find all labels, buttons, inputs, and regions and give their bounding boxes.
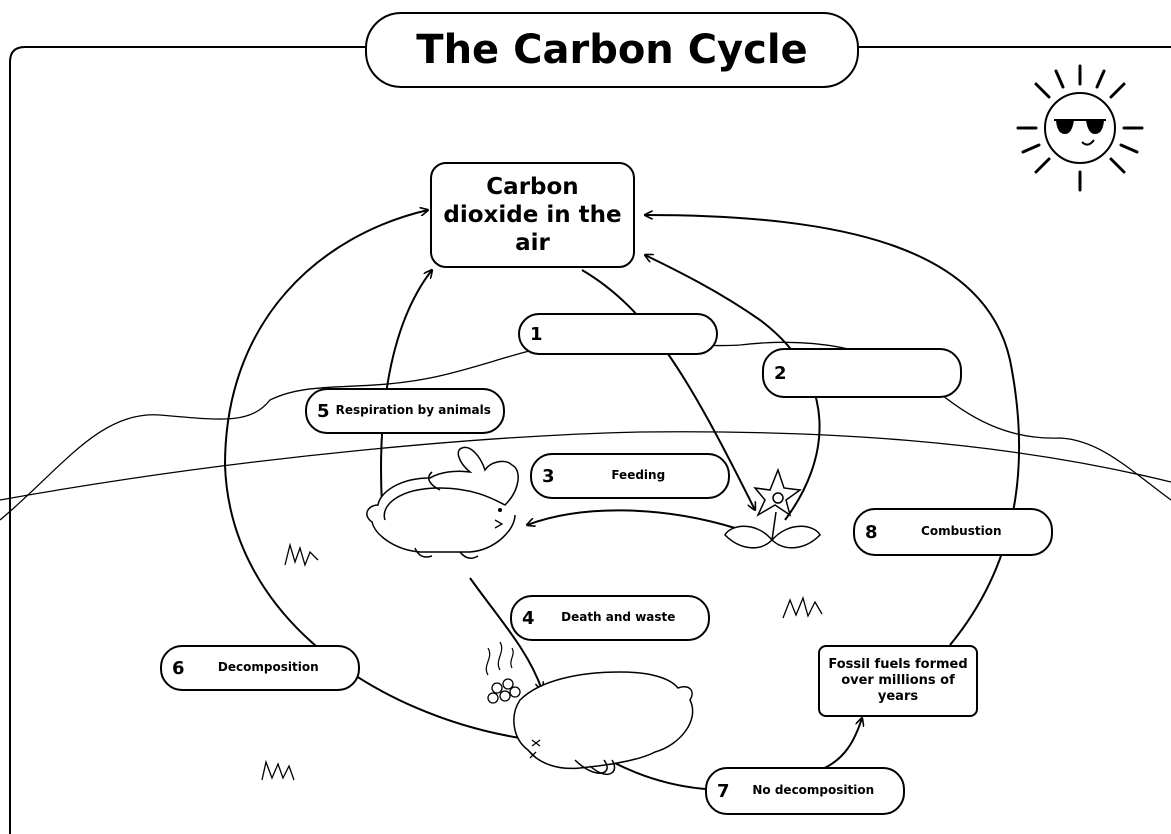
grass-icon — [261, 542, 823, 781]
stage-number: 7 — [717, 780, 730, 802]
fossil-fuels-box: Fossil fuels formed over millions of yea… — [818, 645, 978, 717]
sunglasses-icon — [1054, 119, 1106, 134]
stage-5-box: 5 Respiration by animals — [305, 388, 505, 434]
stage-number: 3 — [542, 465, 555, 487]
stage-number: 1 — [530, 323, 543, 345]
stage-8-box: 8 Combustion — [853, 508, 1053, 556]
stage-number: 5 — [317, 400, 330, 422]
rabbit-icon — [366, 446, 519, 559]
death-waste-arrow — [469, 577, 542, 690]
stage-label: No decomposition — [752, 783, 875, 798]
flower-icon — [724, 467, 821, 549]
stage-label: Feeding — [611, 468, 666, 483]
stage-2-box: 2 — [762, 348, 962, 398]
sun-icon — [1016, 64, 1144, 192]
stage-label: Death and waste — [561, 610, 676, 625]
stage-3-box: 3 Feeding — [530, 453, 730, 499]
stage-number: 8 — [865, 521, 878, 543]
waste-icon — [487, 678, 521, 704]
page-title: The Carbon Cycle — [365, 12, 859, 88]
combustion-arrow — [645, 215, 1021, 646]
stage-number: 4 — [522, 607, 535, 629]
stage-number: 2 — [774, 362, 787, 384]
respiration-plants-arrow — [645, 255, 821, 521]
stage-4-box: 4 Death and waste — [510, 595, 710, 641]
stage-6-box: 6 Decomposition — [160, 645, 360, 691]
horizon-line — [0, 431, 1171, 501]
dead-rabbit-icon — [485, 641, 694, 776]
stage-7-box: 7 No decomposition — [705, 767, 905, 815]
frame-border — [9, 46, 1171, 834]
feeding-arrow — [527, 509, 736, 529]
stage-1-box: 1 — [518, 313, 718, 355]
stage-label: Combustion — [921, 524, 1002, 539]
stage-label: Respiration by animals — [335, 403, 491, 418]
co2-in-air-box: Carbon dioxide in the air — [430, 162, 635, 268]
stage-number: 6 — [172, 657, 185, 679]
photosynthesis-arrow — [581, 269, 755, 510]
respiration-animals-arrow — [380, 270, 432, 506]
decomposition-arrow — [223, 210, 521, 739]
stage-label: Decomposition — [217, 660, 319, 675]
